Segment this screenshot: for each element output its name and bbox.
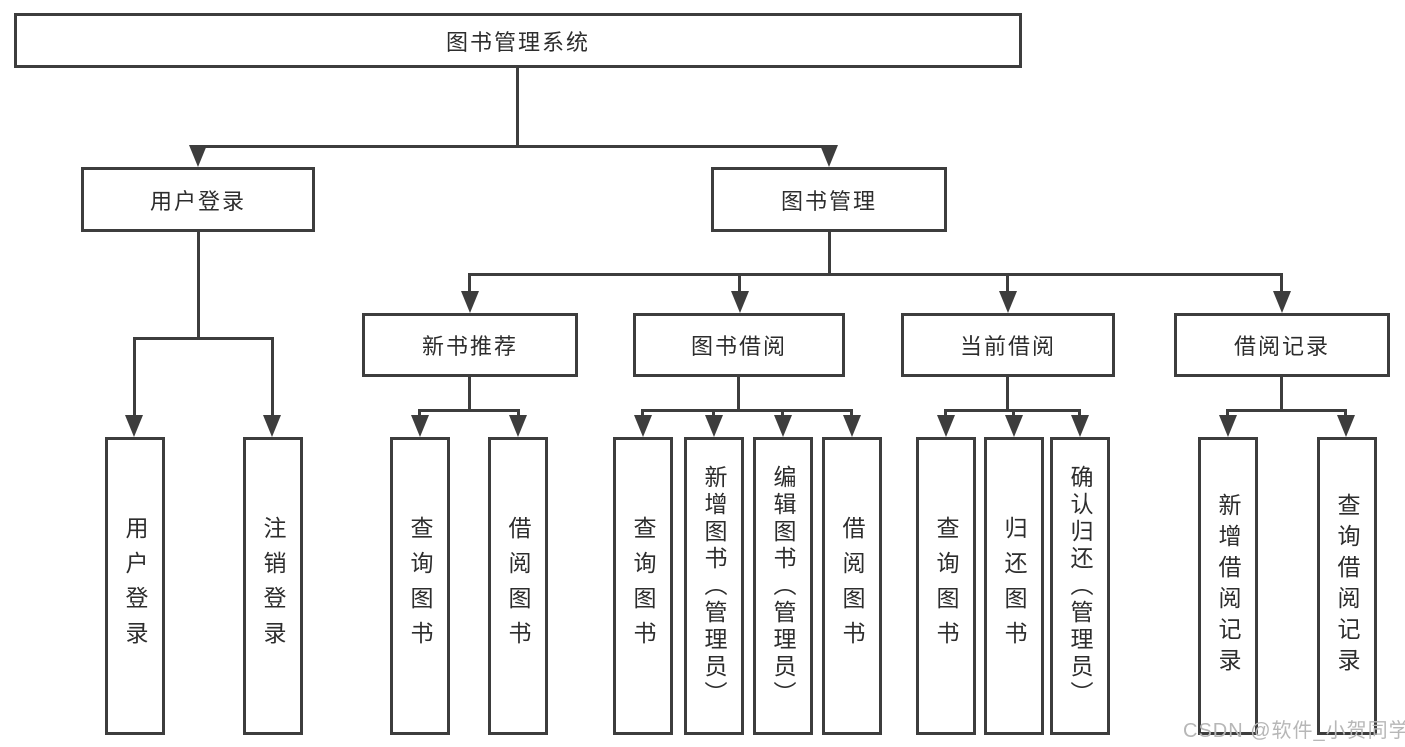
connector-user-login-hbar [133,337,274,340]
connector-drop [1012,409,1015,417]
connector-root-hbar [196,145,831,148]
leaf-node-label: 查询图书 [933,516,959,656]
arrowhead-down-icon [1219,415,1237,437]
leaf-node-logout: 注销登录 [243,437,303,735]
section-node-label: 图书借阅 [690,334,787,359]
section-node-book-borrow: 图书借阅 [633,313,845,377]
branch-node-label: 用户登录 [149,188,246,214]
leaf-node-label: 归还图书 [1001,516,1027,656]
connector-drop [850,409,853,417]
leaf-node-add-books-admin: 新增图书（管理员） [684,437,744,735]
section-node-new-book-recommend: 新书推荐 [362,313,578,377]
arrowhead-down-icon [843,415,861,437]
leaf-node-add-borrow-record: 新增借阅记录 [1198,437,1258,735]
arrowhead-down-icon [731,291,749,313]
arrowhead-down-icon [1337,415,1355,437]
arrowhead-down-icon [509,415,527,437]
arrowhead-down-icon [1005,415,1023,437]
section-node-label: 当前借阅 [959,334,1056,359]
leaf-node-query-books-borrow: 查询图书 [613,437,673,735]
leaf-node-user-login: 用户登录 [105,437,165,735]
section-node-label: 新书推荐 [421,334,518,359]
leaf-node-query-books-current: 查询图书 [916,437,976,735]
connector-drop [738,273,741,293]
connector-drop [418,409,421,417]
leaf-node-query-borrow-record: 查询借阅记录 [1317,437,1377,735]
leaf-node-label: 确认归还（管理员） [1067,464,1093,708]
leaf-node-label: 新增图书（管理员） [701,464,727,708]
section-node-borrow-record: 借阅记录 [1174,313,1390,377]
leaf-node-label: 查询图书 [630,516,656,656]
leaf-node-borrow-books-recommend: 借阅图书 [488,437,548,735]
connector-hbar [418,409,520,412]
branch-node-book-management: 图书管理 [711,167,947,232]
connector-drop [1344,409,1347,417]
section-node-label: 借阅记录 [1233,334,1330,359]
arrowhead-down-icon [125,415,143,437]
connector-hbar [1226,409,1347,412]
arrowhead-down-icon [461,291,479,313]
leaf-node-return-books: 归还图书 [984,437,1044,735]
connector-drop [712,409,715,417]
arrowhead-down-icon [937,415,955,437]
connector-drop [1280,273,1283,293]
connector-stem [1280,377,1283,409]
leaf-node-label: 查询借阅记录 [1334,493,1360,679]
root-node-library-management-system: 图书管理系统 [14,13,1022,68]
branch-node-user-login: 用户登录 [81,167,315,232]
leaf-node-confirm-return-admin: 确认归还（管理员） [1050,437,1110,735]
connector-drop [781,409,784,417]
arrowhead-down-icon [774,415,792,437]
arrowhead-down-icon [820,145,838,167]
connector-drop [133,337,136,417]
connector-drop [1078,409,1081,417]
leaf-node-label: 用户登录 [122,516,148,656]
branch-node-label: 图书管理 [780,188,877,214]
arrowhead-down-icon [1273,291,1291,313]
connector-drop [944,409,947,417]
connector-hbar [641,409,853,412]
connector-drop [468,273,471,293]
leaf-node-borrow-books: 借阅图书 [822,437,882,735]
connector-drop [1006,273,1009,293]
arrowhead-down-icon [1071,415,1089,437]
arrowhead-down-icon [411,415,429,437]
connector-drop [271,337,274,417]
connector-drop [641,409,644,417]
connector-stem [468,377,471,409]
csdn-watermark: CSDN @软件_小贺同学 [1183,720,1405,742]
arrowhead-down-icon [999,291,1017,313]
leaf-node-label: 新增借阅记录 [1215,493,1241,679]
section-node-current-borrow: 当前借阅 [901,313,1115,377]
connector-drop [517,409,520,417]
connector-stem [1006,377,1009,409]
leaf-node-label: 借阅图书 [839,516,865,656]
connector-drop [1226,409,1229,417]
arrowhead-down-icon [189,145,207,167]
root-node-label: 图书管理系统 [445,29,590,55]
connector-stem [737,377,740,409]
arrowhead-down-icon [263,415,281,437]
leaf-node-label: 注销登录 [260,516,286,656]
connector-user-login-stem [197,232,200,337]
leaf-node-edit-books-admin: 编辑图书（管理员） [753,437,813,735]
leaf-node-label: 编辑图书（管理员） [770,464,796,708]
leaf-node-label: 借阅图书 [505,516,531,656]
connector-book-mgmt-stem [828,232,831,273]
leaf-node-query-books-recommend: 查询图书 [390,437,450,735]
connector-root-stem [516,68,519,145]
arrowhead-down-icon [634,415,652,437]
connector-book-mgmt-hbar [468,273,1283,276]
leaf-node-label: 查询图书 [407,516,433,656]
arrowhead-down-icon [705,415,723,437]
